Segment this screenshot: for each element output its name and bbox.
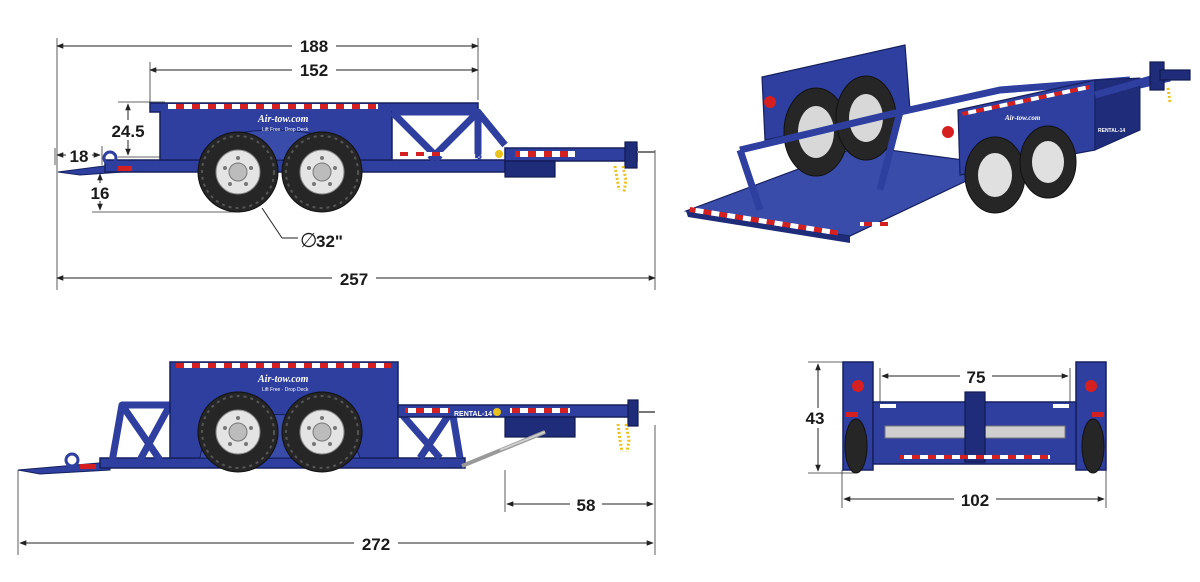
iso-front-panel — [1094, 77, 1141, 151]
dim-16-label: 16 — [91, 184, 110, 203]
dimension-257: 257 — [56, 150, 656, 290]
rear-tire-right — [1081, 418, 1105, 474]
tilted-safety-chain — [616, 423, 624, 453]
front-wheel — [197, 131, 279, 213]
tilted-tongue-box — [504, 416, 576, 438]
tongue-box — [504, 160, 556, 178]
dimension-tire-32: ∅ 32" — [261, 207, 343, 252]
tilted-front-wheel — [197, 391, 279, 473]
trailer-tilted-profile: Air-tow.com Lift Free · Drop Deck RENTAL… — [17, 361, 655, 475]
rear-wheel — [281, 131, 363, 213]
dim-75-label: 75 — [967, 368, 986, 387]
iso-coupler — [1159, 69, 1191, 81]
dim-152-label: 152 — [300, 61, 328, 80]
dimension-24-5: 24.5 — [106, 101, 165, 158]
tilted-brand-tagline: Lift Free · Drop Deck — [262, 387, 309, 393]
tie-down-ring — [102, 150, 118, 166]
dim-32-label: 32" — [316, 232, 343, 251]
coupler — [624, 141, 638, 169]
center-post — [964, 391, 986, 463]
trailer-side-profile: Air-tow.com Lift Free · Drop Deck RENTAL… — [57, 102, 655, 213]
dim-43-label: 43 — [806, 409, 825, 428]
dimension-102: 102 — [841, 470, 1107, 510]
brand-tagline: Lift Free · Drop Deck — [262, 127, 309, 133]
rental-label: RENTAL-14 — [450, 154, 488, 161]
tilted-brand-logo: Air-tow.com — [257, 374, 309, 385]
dimension-58: 58 — [504, 425, 656, 555]
dim-24-5-label: 24.5 — [111, 122, 144, 141]
dimension-43: 43 — [800, 361, 860, 474]
dim-18-label: 18 — [70, 147, 89, 166]
iso-rental-label: RENTAL-14 — [1098, 128, 1125, 134]
side-view-tilted: 58 272 Air-tow.com Lift Free · Drop Deck — [17, 361, 656, 555]
dim-257-label: 257 — [340, 270, 368, 289]
dimension-18: 18 — [54, 146, 103, 166]
tilted-ramp — [17, 461, 111, 475]
side-view: 188 152 24.5 18 16 — [54, 35, 656, 290]
rear-light-right — [1085, 380, 1097, 392]
dimension-75: 75 — [879, 366, 1071, 405]
dim-188-label: 188 — [300, 37, 328, 56]
dimension-16: 16 — [86, 171, 240, 213]
iso-top-rail — [739, 76, 1131, 154]
deck-edge — [686, 211, 850, 243]
dim-272-label: 272 — [362, 535, 390, 554]
trailer-rear-profile — [842, 361, 1107, 474]
tire-diameter-symbol: ∅ — [300, 230, 317, 252]
tilted-rental-label: RENTAL-14 — [454, 411, 492, 418]
reflector-strip-top — [168, 104, 378, 109]
rear-view: 75 43 102 — [800, 361, 1107, 510]
rear-light-left — [852, 380, 864, 392]
brand-logo: Air-tow.com — [257, 114, 309, 125]
tilted-coupler — [627, 399, 639, 427]
dim-102-label: 102 — [961, 491, 989, 510]
dimension-272: 272 — [17, 470, 654, 555]
tilted-rear-wheel — [281, 391, 363, 473]
iso-tail-light — [764, 96, 776, 108]
dimension-188: 188 — [56, 35, 479, 290]
tilted-deck — [99, 457, 466, 469]
isometric-view: Air-tow.com RENTAL-14 — [683, 44, 1191, 243]
marker-light — [495, 150, 503, 158]
dim-58-label: 58 — [577, 496, 596, 515]
safety-chain — [613, 165, 621, 191]
dimension-152: 152 — [149, 59, 479, 108]
rear-tire-left — [844, 418, 868, 474]
iso-brand: Air-tow.com — [1004, 114, 1041, 122]
tilted-rear-truss — [108, 401, 174, 463]
